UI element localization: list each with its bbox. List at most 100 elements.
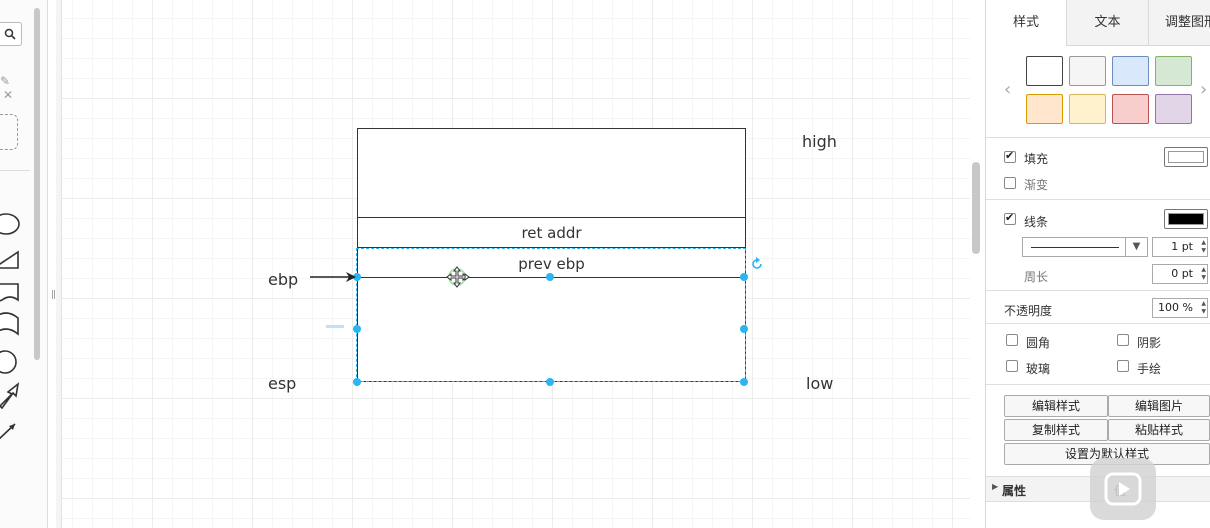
rounded-checkbox[interactable] — [1006, 334, 1018, 346]
selection-outline — [356, 248, 746, 382]
opacity-value: 100 % — [1158, 301, 1193, 314]
shape-ellipse[interactable] — [0, 213, 20, 235]
shape-rounded-rect-dashed[interactable] — [0, 114, 18, 150]
opacity-label: 不透明度 — [1004, 304, 1053, 318]
stack-box-ret-addr[interactable]: ret addr — [357, 217, 746, 248]
pencil-icon[interactable]: ✎ — [0, 74, 11, 88]
tab-arrange[interactable]: 调整图形 — [1148, 0, 1210, 46]
resize-handle-bottom-left[interactable] — [353, 378, 361, 386]
high-label: high — [802, 132, 837, 151]
resize-handle-top-left[interactable] — [353, 273, 361, 281]
arrowhead-icon — [346, 272, 356, 282]
opacity-input[interactable]: 100 % ▲▼ — [1152, 298, 1208, 318]
style-swatch[interactable] — [1026, 94, 1063, 124]
rounded-label: 圆角 — [1026, 336, 1051, 350]
canvas-scrollbar[interactable] — [972, 162, 980, 254]
stepper-icon[interactable]: ▲▼ — [1201, 266, 1206, 281]
low-label: low — [806, 374, 834, 393]
shadow-label: 阴影 — [1137, 336, 1162, 350]
sidebar-scrollbar[interactable] — [34, 8, 40, 360]
divider — [986, 137, 1210, 138]
shape-parallelogram[interactable] — [0, 250, 19, 269]
close-icon[interactable]: ✕ — [3, 88, 14, 102]
resize-handle-bottom-right[interactable] — [740, 378, 748, 386]
style-swatch[interactable] — [1069, 94, 1106, 124]
gradient-checkbox[interactable] — [1004, 177, 1016, 189]
move-cursor-icon — [446, 266, 470, 288]
divider — [986, 290, 1210, 291]
arrowhead-icon — [9, 424, 15, 430]
edit-image-button[interactable]: 编辑图片 — [1108, 395, 1210, 417]
shape-document[interactable] — [0, 283, 19, 302]
stepper-icon[interactable]: ▲▼ — [1201, 300, 1206, 315]
perimeter-input[interactable]: 0 pt ▲▼ — [1152, 264, 1208, 284]
chevron-right-icon[interactable]: › — [1200, 79, 1208, 100]
style-swatch[interactable] — [1069, 56, 1106, 86]
line-color-button[interactable] — [1164, 209, 1208, 229]
style-swatch[interactable] — [1026, 56, 1063, 86]
style-swatch[interactable] — [1112, 94, 1149, 124]
line-label: 线条 — [1024, 215, 1049, 229]
fill-label: 填充 — [1024, 152, 1049, 166]
line-width-value: 1 pt — [1171, 240, 1193, 253]
canvas-edge — [56, 0, 62, 528]
rotate-icon[interactable] — [750, 257, 764, 271]
tab-text[interactable]: 文本 — [1066, 0, 1148, 46]
format-panel: 样式 文本 调整图形 ‹ › 填充 渐变 线条 ▼ 1 pt ▲▼ 周长 0 p… — [985, 0, 1210, 528]
ebp-arrow[interactable] — [310, 270, 358, 284]
line-pattern-select[interactable]: ▼ — [1022, 237, 1148, 257]
glass-label: 玻璃 — [1026, 362, 1051, 376]
shadow-checkbox[interactable] — [1117, 334, 1129, 346]
connection-hint — [326, 325, 344, 328]
line-pattern-preview — [1031, 247, 1119, 248]
gradient-label: 渐变 — [1024, 178, 1049, 192]
resize-handle-right[interactable] — [740, 325, 748, 333]
search-icon — [4, 28, 16, 40]
paste-style-button[interactable]: 粘贴样式 — [1108, 419, 1210, 441]
search-button[interactable] — [0, 22, 22, 46]
line-checkbox[interactable] — [1004, 211, 1016, 225]
divider — [986, 384, 1210, 385]
prev-ebp-label: prev ebp — [518, 255, 585, 273]
fill-color-button[interactable] — [1164, 147, 1208, 167]
triangle-right-icon: ▶ — [992, 482, 999, 491]
resize-handle-bottom[interactable] — [546, 378, 554, 386]
glass-checkbox[interactable] — [1006, 360, 1018, 372]
fill-color-swatch — [1168, 151, 1204, 163]
properties-label: 属性 — [1002, 484, 1027, 498]
shape-arrow-up[interactable] — [0, 382, 20, 410]
stepper-icon[interactable]: ▲▼ — [1201, 239, 1206, 254]
copy-style-button[interactable]: 复制样式 — [1004, 419, 1108, 441]
tab-style[interactable]: 样式 — [986, 0, 1066, 46]
format-tabs: 样式 文本 调整图形 — [986, 0, 1210, 46]
edit-style-button[interactable]: 编辑样式 — [1004, 395, 1108, 417]
shape-tape[interactable] — [0, 312, 19, 336]
sketch-checkbox[interactable] — [1117, 360, 1129, 372]
resize-handle-top-right[interactable] — [740, 273, 748, 281]
divider — [986, 323, 1210, 324]
divider — [986, 199, 1210, 200]
sidebar-tools: ✎ ✕ — [0, 74, 22, 102]
shape-circle[interactable] — [0, 350, 17, 374]
sketch-label: 手绘 — [1137, 362, 1162, 376]
diagram-canvas[interactable]: ret addr prev ebp — [56, 0, 970, 528]
fill-checkbox[interactable] — [1004, 149, 1016, 163]
style-swatch[interactable] — [1155, 56, 1192, 86]
style-swatch[interactable] — [1112, 56, 1149, 86]
chevron-down-icon[interactable]: ▼ — [1125, 238, 1147, 256]
resize-handle-top[interactable] — [546, 273, 554, 281]
line-color-swatch — [1168, 213, 1204, 225]
resize-handle-left[interactable] — [353, 325, 361, 333]
stack-box-top[interactable] — [357, 128, 746, 218]
style-swatch[interactable] — [1155, 94, 1192, 124]
sidebar-resize-handle[interactable]: || — [51, 290, 56, 300]
perimeter-label: 周长 — [1024, 270, 1049, 284]
general-shapes — [0, 213, 20, 440]
chevron-left-icon[interactable]: ‹ — [1004, 79, 1012, 100]
line-width-input[interactable]: 1 pt ▲▼ — [1152, 237, 1208, 257]
ebp-label: ebp — [268, 270, 299, 289]
video-play-overlay[interactable] — [1090, 458, 1156, 520]
shape-sidebar: ✎ ✕ — [0, 0, 48, 528]
perimeter-value: 0 pt — [1171, 267, 1193, 280]
